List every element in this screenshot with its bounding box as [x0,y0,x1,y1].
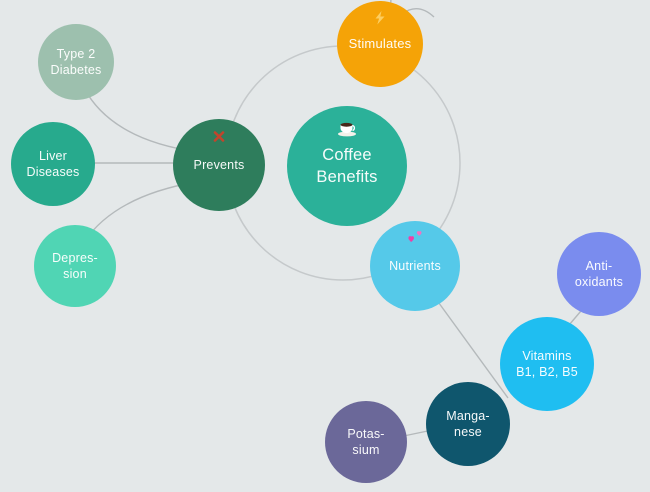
node-nutrients[interactable]: Nutrients [370,221,460,311]
node-potassium[interactable]: Potas- sium [325,401,407,483]
red-cross-icon [213,131,225,142]
node-label: Depres- sion [52,250,98,281]
node-liver-diseases[interactable]: Liver Diseases [11,122,95,206]
node-label: Prevents [193,157,245,172]
node-label: Manga- nese [446,408,490,439]
node-manganese[interactable]: Manga- nese [426,382,510,466]
lightning-icon [375,11,385,25]
node-prevents[interactable]: Prevents [173,119,265,211]
node-label: Anti- oxidants [574,258,624,289]
edge-prevents-depression [83,181,197,243]
node-label: Liver Diseases [26,148,80,179]
node-antioxidants[interactable]: Anti- oxidants [557,232,641,316]
node-type-2-diabetes[interactable]: Type 2 Diabetes [38,24,114,100]
node-depression[interactable]: Depres- sion [34,225,116,307]
node-label: Coffee Benefits [316,145,378,186]
node-label: Potas- sium [347,426,385,457]
node-label: Type 2 Diabetes [50,46,102,77]
two-hearts-icon [408,231,422,242]
node-label: Stimulates [348,35,412,51]
node-vitamins-b1-b2-b5[interactable]: Vitamins B1, B2, B5 [500,317,594,411]
node-label: Vitamins B1, B2, B5 [516,348,578,379]
node-stimulates[interactable]: Stimulates [337,1,423,87]
node-label: Nutrients [389,258,441,273]
node-coffee-benefits[interactable]: Coffee Benefits [287,106,407,226]
coffee-cup-icon [338,122,356,137]
edge-nutrients-vitamins [427,287,509,399]
